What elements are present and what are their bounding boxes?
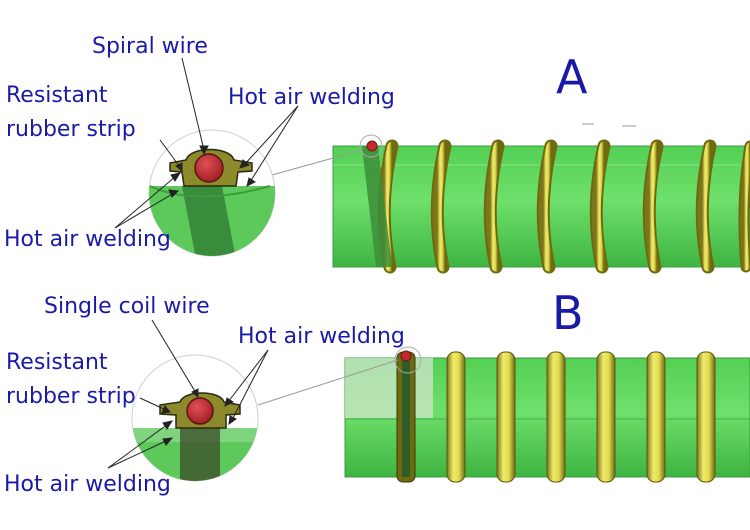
label-single-coil-wire: Single coil wire xyxy=(44,294,210,319)
coil-ring-cut-inner xyxy=(402,358,410,477)
hose-a-cut-section xyxy=(362,146,392,267)
detail-b-dark-band xyxy=(180,428,220,481)
coil-ring xyxy=(696,351,716,483)
hose-b-core-dot xyxy=(400,350,412,362)
label-resistant-rubber-strip-a: Resistant rubber strip xyxy=(6,83,136,142)
connector-line-b xyxy=(257,359,399,406)
label-hot-air-welding-b-bottom: Hot air welding xyxy=(4,472,171,497)
hose-b-detail-marker xyxy=(394,346,422,374)
label-hot-air-welding-b-top: Hot air welding xyxy=(238,324,405,349)
spiral-coil xyxy=(432,141,450,272)
spiral-coil xyxy=(591,141,609,272)
label-spiral-wire: Spiral wire xyxy=(92,34,208,59)
spiral-coil xyxy=(697,141,715,272)
coil-ring xyxy=(546,351,566,483)
coil-ring xyxy=(446,351,466,483)
label-hot-air-welding-a-bottom: Hot air welding xyxy=(4,227,171,252)
section-b-letter: B xyxy=(552,286,584,340)
detail-a-fold xyxy=(149,185,271,198)
detail-b-coil-wire-core xyxy=(186,397,214,425)
spiral-coil xyxy=(644,141,662,272)
leaders-b xyxy=(107,319,269,469)
section-a-letter: A xyxy=(556,50,588,104)
spiral-coil xyxy=(485,141,503,272)
detail-a-spiral-wire-core xyxy=(194,153,224,183)
detail-a-dark-band xyxy=(182,186,238,256)
connector-line-a xyxy=(271,149,363,176)
coil-ring xyxy=(646,351,666,483)
hose-a-detail-marker xyxy=(359,134,383,158)
spiral-coil xyxy=(538,141,556,272)
leaders-a xyxy=(114,57,299,229)
hose-a-core-dot xyxy=(366,140,378,152)
single-coil-rings xyxy=(396,351,716,483)
spiral-coil xyxy=(740,142,750,271)
hose-b xyxy=(344,346,750,483)
hose-a xyxy=(332,134,750,274)
label-resistant-rubber-strip-b: Resistant rubber strip xyxy=(6,350,136,409)
coil-ring xyxy=(596,351,616,483)
label-hot-air-welding-a-top: Hot air welding xyxy=(228,85,395,110)
hose-b-cutaway-panel xyxy=(345,358,433,418)
coil-ring xyxy=(496,351,516,483)
